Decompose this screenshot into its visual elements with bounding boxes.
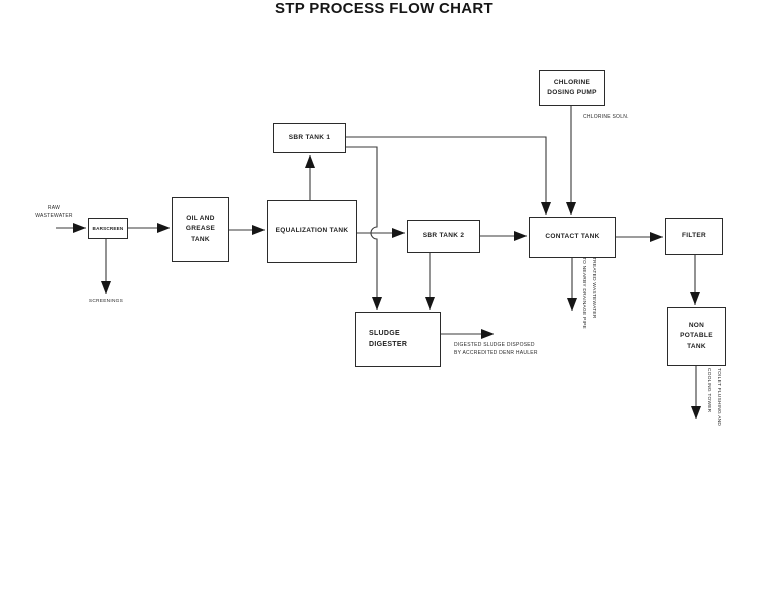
node-sbr-tank-2-label: SBR TANK 2 — [422, 232, 465, 240]
node-sbr-tank-2: SBR TANK 2 — [407, 220, 480, 253]
label-digested-sludge-disposed: DIGESTED SLUDGE DISPOSED BY ACCREDITED D… — [454, 342, 538, 356]
node-chlorine-dosing-pump: CHLORINE DOSING PUMP — [539, 70, 605, 106]
arrow-sbr1-to-sludge-digester — [346, 146, 382, 310]
label-toilet-flushing-cooling-tower: TOILET FLUSHING AND COOLING TOWER — [706, 368, 722, 427]
node-chlorine-dosing-pump-label: CHLORINE DOSING PUMP — [547, 78, 597, 96]
node-equalization-tank-label: EQUALIZATION TANK — [275, 227, 349, 235]
label-treated-wastewater-drainage: TREATED WASTEWATER TO NEARBY DRAINAGE PI… — [581, 257, 597, 329]
label-raw-wastewater: RAW WASTEWATER — [35, 205, 73, 219]
node-oil-and-grease-tank-label: OIL AND GREASE TANK — [185, 215, 216, 243]
node-barscreen: BARSCREEN — [88, 218, 128, 239]
node-contact-tank-label: CONTACT TANK — [545, 233, 600, 241]
node-non-potable-tank: NON POTABLE TANK — [667, 307, 726, 366]
arrow-sbr1-to-contact — [346, 136, 551, 215]
node-oil-and-grease-tank: OIL AND GREASE TANK — [172, 197, 229, 262]
node-contact-tank: CONTACT TANK — [529, 217, 616, 258]
node-filter-label: FILTER — [681, 232, 707, 240]
node-non-potable-tank-label: NON POTABLE TANK — [680, 322, 713, 350]
node-equalization-tank: EQUALIZATION TANK — [267, 200, 357, 263]
node-sbr-tank-1: SBR TANK 1 — [273, 123, 346, 153]
node-filter: FILTER — [665, 218, 723, 255]
node-sludge-digester: SLUDGE DIGESTER — [355, 312, 441, 367]
label-screenings: SCREENINGS — [88, 299, 124, 304]
chart-title: STP PROCESS FLOW CHART — [275, 0, 493, 17]
node-barscreen-label: BARSCREEN — [92, 225, 124, 231]
node-sludge-digester-label: SLUDGE DIGESTER — [369, 329, 408, 348]
node-sbr-tank-1-label: SBR TANK 1 — [288, 133, 331, 141]
label-chlorine-soln: CHLORINE SOLN. — [583, 114, 629, 120]
